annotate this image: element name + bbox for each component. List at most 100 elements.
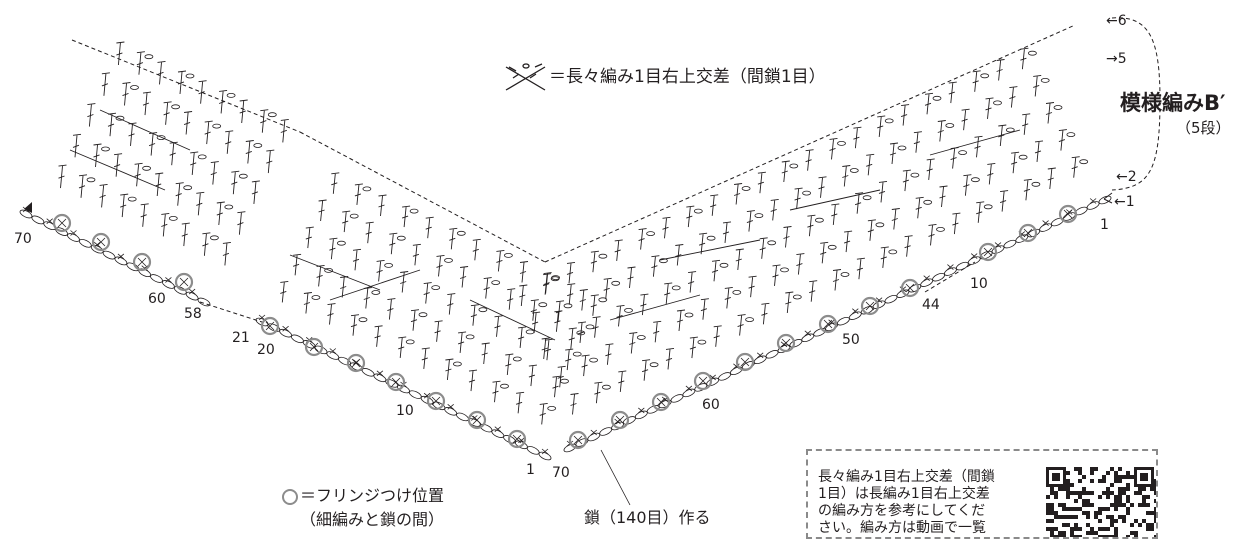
treble-stitch-bar [436,264,443,268]
qr-module [1126,507,1130,511]
treble-stitch-top [350,314,360,317]
qr-module [1154,519,1156,523]
treble-stitch-bar [496,259,503,263]
treble-stitch-bar [99,194,106,198]
treble-stitch-top [627,266,636,269]
stitch-count-70-bottom: 70 [552,465,570,481]
qr-module [1062,515,1066,519]
treble-stitch-bar [542,283,550,287]
treble-stitch-top [149,132,158,135]
chain-stitch [840,272,850,277]
treble-stitch-bar [1034,150,1042,154]
treble-stitch-top [539,402,548,405]
qr-module [1122,475,1126,479]
single-crochet-stitch [970,253,978,259]
treble-stitch-bar [676,319,684,323]
chain-stitch [1079,159,1089,165]
single-crochet-stitch [923,275,930,282]
qr-module [1110,483,1114,487]
treble-stitch-bar [724,296,731,300]
treble-stitch-bar [494,325,501,329]
treble-stitch-top [447,293,456,296]
treble-stitch-bar [594,391,601,395]
chain-stitch [849,168,859,173]
treble-stitch-top [618,370,627,373]
qr-module [1070,515,1074,519]
treble-stitch-bar [614,249,621,253]
treble-stitch-bar [1033,84,1040,88]
qr-module [1110,491,1114,495]
single-crochet-stitch [447,403,454,410]
qr-module [1086,511,1090,515]
qr-module [1114,471,1118,475]
chain-stitch [224,204,234,210]
treble-stitch-top [689,336,698,339]
treble-stitch-bar [331,182,338,186]
qr-module [1110,515,1114,519]
qr-module [1066,515,1070,519]
treble-stitch-bar [481,352,488,356]
treble-stitch-top [734,183,743,185]
chain-stitch [875,222,885,228]
chain-stitch [114,256,128,266]
chain-stitch [444,407,458,416]
treble-stitch-top [210,161,219,164]
single-crochet-stitch [828,319,835,326]
treble-stitch-bar [400,281,407,284]
treble-stitch-top [483,277,492,280]
qr-module [1106,527,1110,531]
treble-stitch-bar [689,346,697,350]
fringe-position-marker [693,371,713,391]
chain-stitch [102,250,116,260]
qr-module [1154,479,1156,483]
qr-module [1110,503,1114,507]
qr-module [1062,535,1066,537]
qr-module [1142,503,1146,507]
qr-module [1130,503,1134,507]
qr-code-icon[interactable] [1046,467,1156,539]
treble-stitch-top [783,226,792,228]
chain-stitch [267,112,277,118]
treble-stitch-top [376,259,385,262]
treble-stitch-top [976,201,985,204]
qr-module [1126,475,1130,479]
treble-stitch-top [785,291,794,294]
chain-stitch [789,163,799,169]
treble-stitch-top [878,180,888,183]
treble-stitch-top [809,280,818,283]
treble-stitch-top [855,192,864,195]
treble-stitch-top [136,51,145,54]
chain-stitch [801,333,815,343]
chain-stitch [634,410,648,420]
row-marker-6: ←6 [1106,13,1127,29]
chain-stitch [945,123,955,128]
qr-module [1054,491,1058,495]
treble-stitch-bar [305,236,312,240]
treble-stitch-bar [832,279,840,282]
treble-stitch-top [251,180,260,183]
fringe-cross [615,415,625,425]
treble-stitch-bar [87,114,94,118]
treble-stitch-top [293,253,302,256]
treble-stitch-top [711,259,721,262]
qr-module [1050,535,1054,537]
treble-stitch-top [937,120,946,122]
note-line: さい。編み方は動画で一覧 [818,520,986,536]
qr-module [1098,511,1102,515]
treble-stitch-bar [567,293,574,297]
qr-module [1146,527,1150,531]
treble-stitch-bar [365,231,372,235]
qr-module [1126,535,1130,537]
treble-stitch-top [472,238,481,241]
fringe-position-marker [735,352,755,372]
chain-stitch [646,231,655,237]
treble-stitch-top [829,137,838,140]
chain-stitch [920,278,934,287]
qr-module [1106,487,1110,491]
chain-stitch [150,274,163,283]
stitch-field [58,41,1089,425]
treble-stitch-bar [710,204,717,208]
qr-module [1046,503,1050,507]
qr-module [1106,515,1110,519]
